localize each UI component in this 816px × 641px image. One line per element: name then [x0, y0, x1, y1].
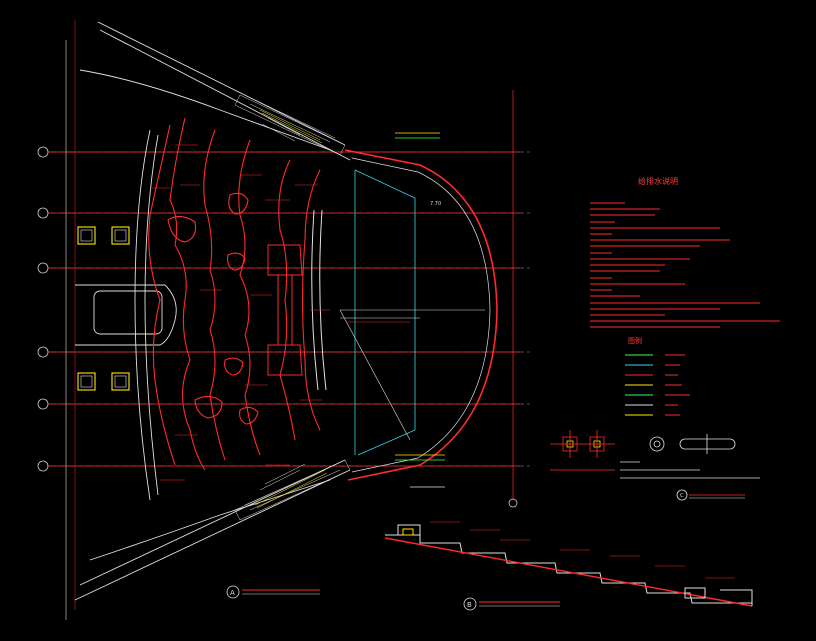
detail-symbols: [550, 430, 736, 458]
planter-boxes: [77, 226, 130, 391]
pipe-lines-cyan: [354, 169, 416, 456]
title-label-a: A: [230, 589, 235, 597]
plaza-lines: [339, 309, 485, 441]
title-marker-a: [226, 585, 320, 599]
detail-label-c: C: [680, 493, 684, 499]
terraced-beds: [148, 117, 321, 471]
grid-markers: [37, 146, 518, 508]
stairs-top-hatch: [259, 109, 323, 144]
section-profile: [384, 524, 753, 607]
elevation-marks: [150, 144, 330, 481]
central-walkway: [267, 209, 327, 391]
stage-area: [75, 284, 177, 346]
planter-inner: [80, 229, 127, 388]
grid-lines: [50, 151, 530, 467]
dimension-label: 7.70: [430, 201, 441, 207]
legend-items: [625, 354, 690, 416]
callouts: [395, 132, 445, 488]
road-boundaries: [74, 21, 351, 601]
stairs-bottom: [234, 459, 351, 521]
notes-title: 给排水说明: [638, 176, 678, 186]
notes-lines: [590, 202, 780, 328]
plaza-boundary: [344, 149, 498, 481]
detail-notes: [550, 461, 760, 479]
red-axis-lines: [48, 90, 520, 500]
section-labels: [430, 521, 735, 579]
title-label-b: B: [467, 601, 472, 609]
legend-title: 图例: [628, 336, 642, 345]
detail-c-marker: [676, 489, 745, 501]
title-marker-b: [463, 597, 560, 611]
stairs-bottom-hatch: [254, 469, 328, 509]
stairs-top: [234, 94, 346, 156]
